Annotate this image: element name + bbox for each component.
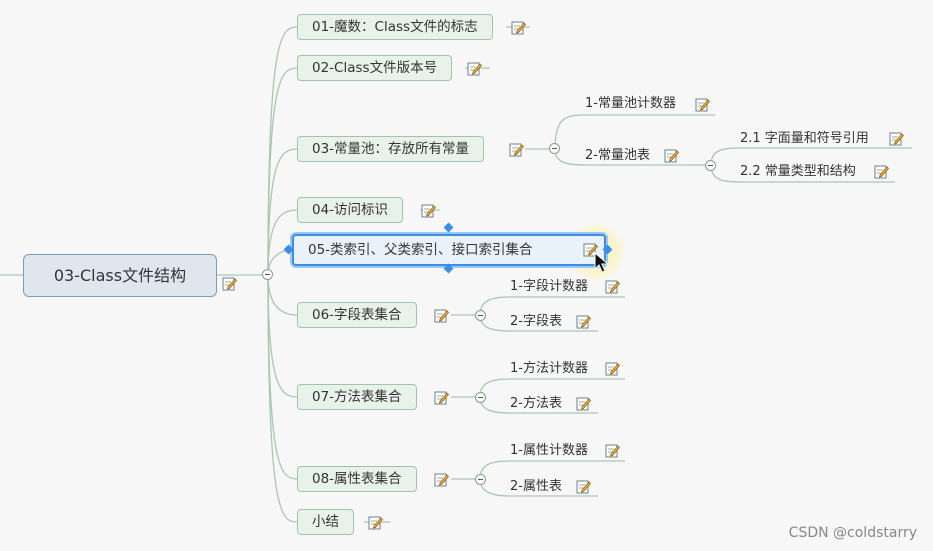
note-pencil-icon[interactable] <box>874 164 889 179</box>
subnode-field-table[interactable]: 2-字段表 <box>510 314 562 329</box>
subnode-method-counter[interactable]: 1-方法计数器 <box>510 361 588 376</box>
collapse-minus-icon[interactable] <box>475 392 486 403</box>
subnode-attribute-counter[interactable]: 1-属性计数器 <box>510 443 588 458</box>
subnode-constant-pool-table[interactable]: 2-常量池表 <box>585 148 650 163</box>
branch-04-node[interactable]: 04-访问标识 <box>297 197 404 223</box>
subnode-constant-types[interactable]: 2.2 常量类型和结构 <box>740 164 856 179</box>
watermark: CSDN @coldstarry <box>788 525 917 541</box>
collapse-minus-icon[interactable] <box>549 143 560 154</box>
note-pencil-icon[interactable] <box>434 472 449 487</box>
note-pencil-icon[interactable] <box>605 361 620 376</box>
subnode-attribute-table[interactable]: 2-属性表 <box>510 479 562 494</box>
branch-08-node[interactable]: 08-属性表集合 <box>297 466 417 492</box>
subnode-field-counter[interactable]: 1-字段计数器 <box>510 279 588 294</box>
subnode-literals-and-symbols[interactable]: 2.1 字面量和符号引用 <box>740 131 869 146</box>
note-pencil-icon[interactable] <box>576 314 591 329</box>
note-pencil-icon[interactable] <box>511 20 526 35</box>
note-pencil-icon[interactable] <box>222 276 237 291</box>
subnode-method-table[interactable]: 2-方法表 <box>510 396 562 411</box>
note-pencil-icon[interactable] <box>605 443 620 458</box>
note-pencil-icon[interactable] <box>889 131 904 146</box>
branch-06-node[interactable]: 06-字段表集合 <box>297 302 417 328</box>
note-pencil-icon[interactable] <box>576 396 591 411</box>
branch-03-node[interactable]: 03-常量池：存放所有常量 <box>297 136 485 162</box>
note-pencil-icon[interactable] <box>434 390 449 405</box>
branch-05-node[interactable]: 05-类索引、父类索引、接口索引集合 <box>292 234 606 266</box>
collapse-minus-icon[interactable] <box>475 474 486 485</box>
note-pencil-icon[interactable] <box>509 142 524 157</box>
note-pencil-icon[interactable] <box>576 479 591 494</box>
collapse-minus-icon[interactable] <box>705 160 716 171</box>
root-node[interactable]: 03-Class文件结构 <box>23 254 217 297</box>
note-pencil-icon[interactable] <box>467 61 482 76</box>
note-pencil-icon[interactable] <box>695 97 710 112</box>
note-pencil-icon[interactable] <box>664 148 679 163</box>
note-pencil-icon[interactable] <box>368 515 383 530</box>
branch-07-node[interactable]: 07-方法表集合 <box>297 384 417 410</box>
branch-01-node[interactable]: 01-魔数：Class文件的标志 <box>297 14 493 40</box>
collapse-minus-icon[interactable] <box>262 269 273 280</box>
collapse-minus-icon[interactable] <box>475 310 486 321</box>
branch-summary-node[interactable]: 小结 <box>297 509 354 535</box>
note-pencil-icon[interactable] <box>583 242 598 257</box>
subnode-constant-pool-counter[interactable]: 1-常量池计数器 <box>585 96 676 111</box>
note-pencil-icon[interactable] <box>421 203 436 218</box>
mouse-pointer-icon <box>594 252 610 273</box>
branch-02-node[interactable]: 02-Class文件版本号 <box>297 55 453 81</box>
note-pencil-icon[interactable] <box>434 308 449 323</box>
note-pencil-icon[interactable] <box>605 279 620 294</box>
